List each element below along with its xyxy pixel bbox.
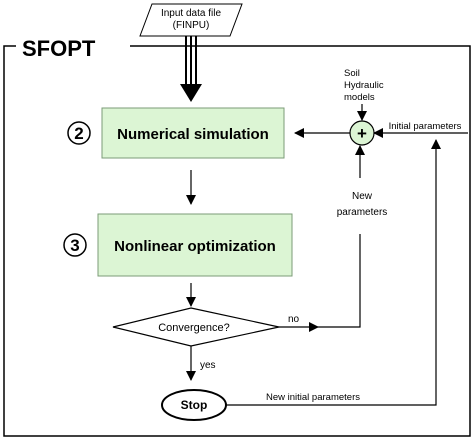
- convergence-label: Convergence?: [158, 322, 230, 334]
- soil-models-line1: Soil: [344, 68, 360, 79]
- new-parameters-line1: New: [352, 191, 373, 202]
- new-initial-parameters-line: [226, 139, 441, 406]
- input-arrow: [180, 36, 202, 102]
- stop-label: Stop: [181, 398, 208, 412]
- no-label: no: [288, 314, 300, 325]
- new-initial-parameters-label: New initial parameters: [266, 392, 360, 403]
- new-parameters-line2: parameters: [337, 207, 388, 218]
- soil-models-line2: Hydraulic: [344, 80, 384, 91]
- initial-parameters-label: Initial parameters: [389, 121, 462, 132]
- sfopt-frame: [3, 45, 471, 437]
- input-file-line2: (FINPU): [173, 20, 210, 31]
- nonlinear-optimization-label: Nonlinear optimization: [114, 238, 276, 255]
- numerical-simulation-label: Numerical simulation: [117, 126, 269, 143]
- plus-symbol: +: [357, 124, 367, 143]
- soil-models-line3: models: [344, 92, 375, 103]
- step3-number-circle: [63, 233, 87, 257]
- new-parameters-line: [318, 234, 361, 328]
- yes-label: yes: [200, 360, 216, 371]
- step3-number: 3: [70, 236, 79, 255]
- nonlinear-optimization-box: [97, 213, 293, 277]
- input-file-line1: Input data file: [161, 8, 221, 19]
- step2-number-circle: [67, 121, 91, 145]
- input-file-shape: [139, 3, 243, 37]
- numerical-simulation-box: [101, 107, 285, 159]
- frame-title: SFOPT: [22, 36, 96, 61]
- step2-number: 2: [74, 124, 83, 143]
